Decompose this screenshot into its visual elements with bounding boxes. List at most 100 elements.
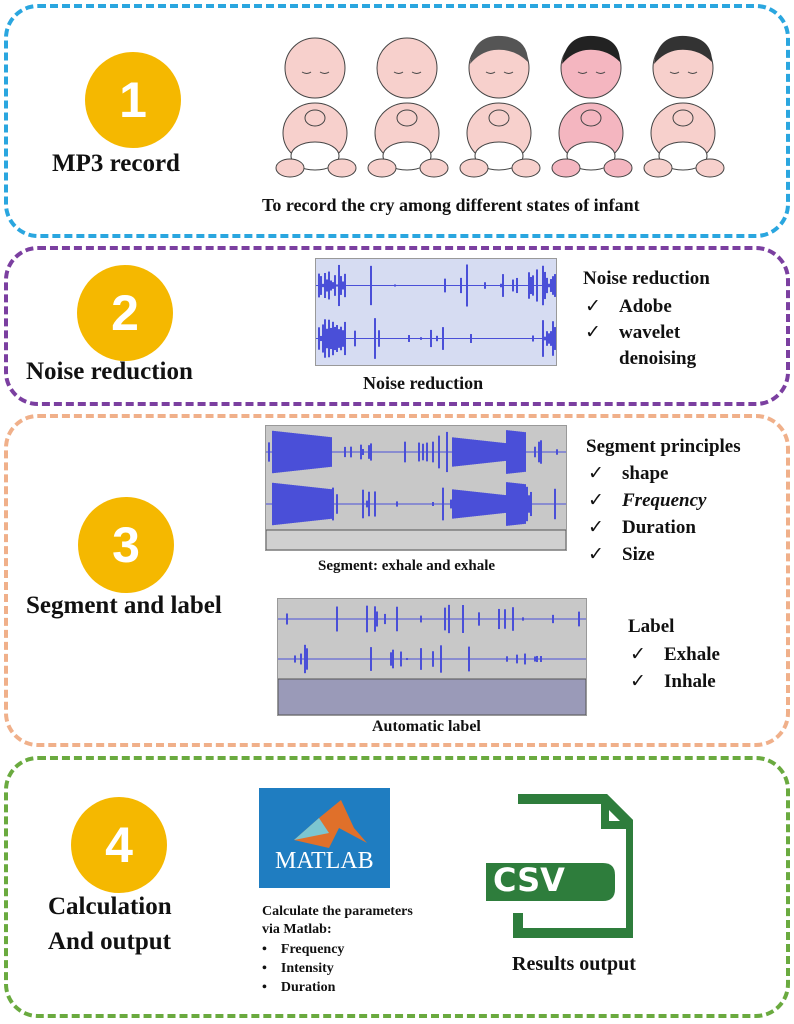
waveform-mark: [328, 488, 330, 520]
waveform-mark: [394, 284, 396, 287]
waveform-mark: [528, 495, 530, 513]
waveform-mark: [294, 433, 296, 471]
step3-number: 3: [78, 497, 174, 593]
waveform-mark: [478, 440, 480, 464]
matlab-wordmark: MATLAB: [275, 848, 374, 874]
infant-figure: [367, 37, 449, 178]
waveform-mark: [522, 617, 524, 621]
waveform-mark: [504, 495, 506, 513]
waveform-mark: [332, 282, 334, 289]
waveform-mark: [548, 333, 550, 344]
waveform-mark: [512, 607, 514, 631]
waveform-mark: [494, 441, 496, 463]
waveform-mark: [510, 482, 512, 526]
waveform-mark: [484, 440, 486, 464]
waveform-mark: [296, 433, 298, 471]
waveform-mark: [330, 327, 332, 350]
waveform-mark: [350, 446, 352, 458]
waveform-mark: [498, 608, 500, 630]
waveform-mark: [316, 435, 318, 469]
waveform-mark: [470, 491, 472, 517]
waveform-mark: [436, 335, 438, 342]
waveform-mark: [542, 265, 544, 306]
waveform-mark: [320, 436, 322, 468]
waveform-mark: [392, 649, 394, 669]
waveform-mark: [318, 327, 320, 350]
waveform-mark: [362, 449, 364, 455]
waveform-mark: [336, 494, 338, 514]
waveform-mark: [524, 653, 526, 665]
waveform-mark: [274, 431, 276, 473]
waveform-mark: [486, 493, 488, 515]
waveform-mark: [326, 488, 328, 520]
waveform-mark: [288, 432, 290, 472]
waveform-mark: [482, 492, 484, 516]
waveform-mark: [314, 435, 316, 469]
waveform-mark: [278, 483, 280, 525]
csv-label: CSV: [493, 861, 565, 899]
waveform-mark: [578, 611, 580, 627]
waveform-mark: [504, 609, 506, 629]
waveform-mark: [330, 489, 332, 519]
waveform-mark: [554, 327, 556, 350]
waveform-mark: [344, 446, 346, 458]
waveform-mark: [366, 500, 368, 508]
waveform-mark: [328, 436, 330, 468]
waveform-mark: [462, 605, 464, 633]
step1-caption: To record the cry among different states…: [262, 195, 640, 215]
waveform-mark: [366, 605, 368, 633]
waveform-mark: [448, 604, 450, 634]
waveform-mark: [464, 490, 466, 518]
calc-line2: via Matlab:: [262, 922, 332, 937]
waveform-mark: [274, 483, 276, 525]
waveform-mark: [328, 319, 330, 358]
waveform-mark: [368, 445, 370, 459]
waveform-mark: [528, 272, 530, 299]
principles-list: shape Frequency Duration Size: [588, 460, 706, 568]
waveform-mark: [522, 483, 524, 525]
waveform-mark: [478, 612, 480, 626]
waveform-mark: [516, 431, 518, 473]
waveform-mark: [554, 274, 556, 297]
waveform-mark: [300, 653, 302, 665]
waveform-mark: [494, 493, 496, 515]
waveform-mark: [506, 656, 508, 662]
waveform-mark: [426, 442, 428, 462]
waveform-mark: [290, 484, 292, 524]
waveform-mark: [322, 436, 324, 468]
waveform-mark: [286, 613, 288, 625]
waveform-mark: [516, 483, 518, 525]
waveform-mark: [552, 276, 554, 295]
waveform-mark: [460, 438, 462, 466]
waveform-mark: [540, 440, 542, 464]
waveform-mark: [512, 482, 514, 526]
waveform-mark: [484, 282, 486, 289]
waveform-mark: [470, 439, 472, 465]
waveform-mark: [376, 611, 378, 627]
waveform-mark: [514, 431, 516, 473]
waveform-mark: [524, 484, 526, 524]
waveform-mark: [492, 441, 494, 463]
step1-title: MP3 record: [52, 150, 180, 177]
label-title: Label: [628, 616, 675, 637]
principle-item: Frequency: [588, 487, 706, 514]
waveform-mark: [378, 330, 380, 347]
waveform-mark: [420, 648, 422, 670]
waveform-mark: [332, 321, 334, 356]
waveform-mark: [460, 277, 462, 294]
waveform-mark: [546, 331, 548, 346]
waveform-mark: [518, 431, 520, 473]
waveform-mark: [550, 331, 552, 346]
waveform-mark: [516, 277, 518, 294]
waveform-mark: [370, 265, 372, 306]
step2-panel: [4, 246, 790, 406]
waveform-mark: [544, 336, 546, 341]
waveform-mark: [472, 491, 474, 517]
waveform-mark: [422, 443, 424, 461]
waveform-mark: [370, 647, 372, 671]
waveform-mark: [408, 335, 410, 342]
label-track: [278, 678, 586, 715]
step4-title-line2: And output: [48, 928, 171, 955]
param-item: • Duration: [262, 980, 336, 995]
